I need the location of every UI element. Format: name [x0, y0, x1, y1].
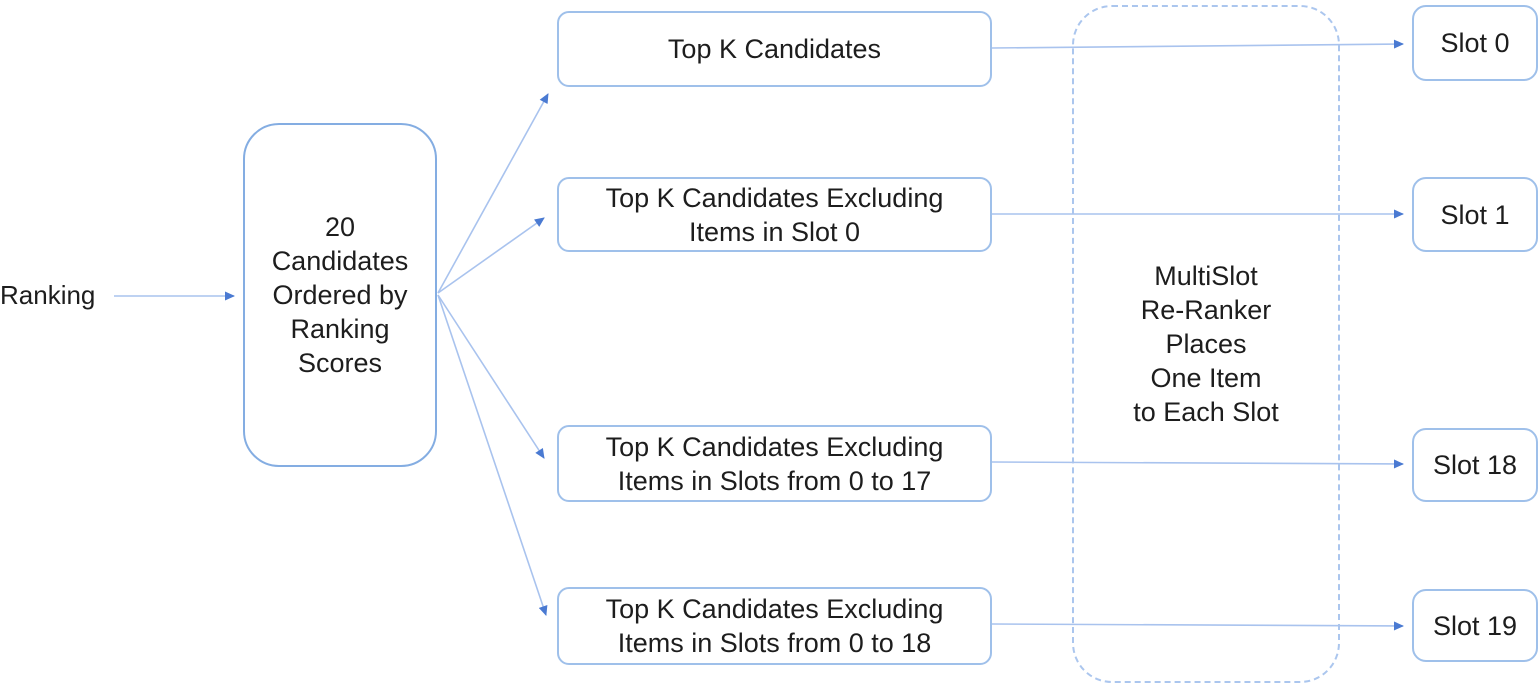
candidate-box-excluding-slots-0-18-label: Top K Candidates Excluding Items in Slot… [605, 594, 944, 658]
slot-18-label: Slot 18 [1432, 450, 1518, 480]
candidate-box-excluding-slot-0: Top K Candidates Excluding Items in Slot… [557, 177, 992, 252]
arrow-pool-to-excluding-slots-0-17 [437, 294, 545, 459]
slot-18-box: Slot 18 [1412, 428, 1538, 502]
candidates-pool-box: 20 Candidates Ordered by Ranking Scores [243, 123, 437, 467]
arrow-pool-to-top-k [437, 93, 549, 294]
candidate-box-excluding-slot-0-label: Top K Candidates Excluding Items in Slot… [605, 182, 944, 247]
slot-1-box: Slot 1 [1412, 177, 1538, 252]
slot-0-box: Slot 0 [1412, 5, 1538, 81]
slot-19-label: Slot 19 [1432, 610, 1518, 641]
slot-19-box: Slot 19 [1412, 589, 1538, 662]
arrow-pool-to-excluding-slot-0 [437, 217, 545, 294]
candidate-box-excluding-slots-0-17: Top K Candidates Excluding Items in Slot… [557, 425, 992, 502]
arrow-pool-to-excluding-slots-0-18 [437, 294, 548, 616]
multislot-reranker-label: MultiSlot Re-Ranker Places One Item to E… [1133, 261, 1279, 427]
candidate-box-excluding-slots-0-17-label: Top K Candidates Excluding Items in Slot… [605, 431, 944, 496]
slot-1-label: Slot 1 [1440, 199, 1510, 230]
multislot-reranker-box: MultiSlot Re-Ranker Places One Item to E… [1072, 5, 1340, 683]
candidate-box-excluding-slots-0-18: Top K Candidates Excluding Items in Slot… [557, 587, 992, 665]
ranking-input-label: Ranking [0, 280, 96, 310]
candidates-pool-label: 20 Candidates Ordered by Ranking Scores [271, 212, 409, 378]
candidate-box-top-k: Top K Candidates [557, 11, 992, 87]
candidate-box-top-k-label: Top K Candidates [667, 34, 882, 64]
slot-0-label: Slot 0 [1440, 28, 1510, 58]
